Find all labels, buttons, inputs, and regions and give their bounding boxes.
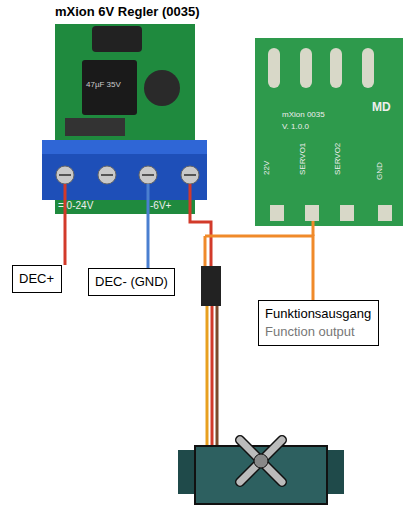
electrolytic-capacitor xyxy=(82,60,137,115)
node-text: Funktionsausgang xyxy=(265,305,372,323)
diagram-title: mXion 6V Regler (0035) xyxy=(55,4,200,19)
terminal-screws xyxy=(56,166,199,184)
capacitor xyxy=(92,26,142,52)
board-marking: = 0-24V xyxy=(58,200,93,211)
component-marking: 47µF 35V xyxy=(86,80,121,89)
solder-pads xyxy=(268,48,392,221)
regulator-chip xyxy=(65,118,125,136)
pad-label: 22V xyxy=(262,161,271,175)
board-marking: -6V+ xyxy=(150,200,171,211)
logo-text: MD xyxy=(372,100,391,114)
node-text: DEC+ xyxy=(19,270,55,288)
pad-label: SERVO2 xyxy=(333,143,342,175)
node-text: Function output xyxy=(265,323,372,341)
servo-connector xyxy=(201,266,221,306)
terminal-block xyxy=(42,140,207,200)
pad-label: GND xyxy=(375,162,384,180)
output-label-box: FunktionsausgangFunction output xyxy=(258,300,379,346)
terminal-label-box: DEC- (GND) xyxy=(88,268,175,296)
servo xyxy=(178,440,344,504)
inductor xyxy=(144,70,180,106)
pad-label: SERVO1 xyxy=(298,143,307,175)
node-text: DEC- (GND) xyxy=(95,273,168,291)
board-marking: V. 1.0.0 xyxy=(282,122,309,131)
terminal-top xyxy=(42,140,207,154)
screw-slots xyxy=(59,174,196,176)
decoder-pcb xyxy=(255,38,403,226)
board-marking: mXion 0035 xyxy=(282,110,325,119)
terminal-label-box: DEC+ xyxy=(12,265,62,293)
